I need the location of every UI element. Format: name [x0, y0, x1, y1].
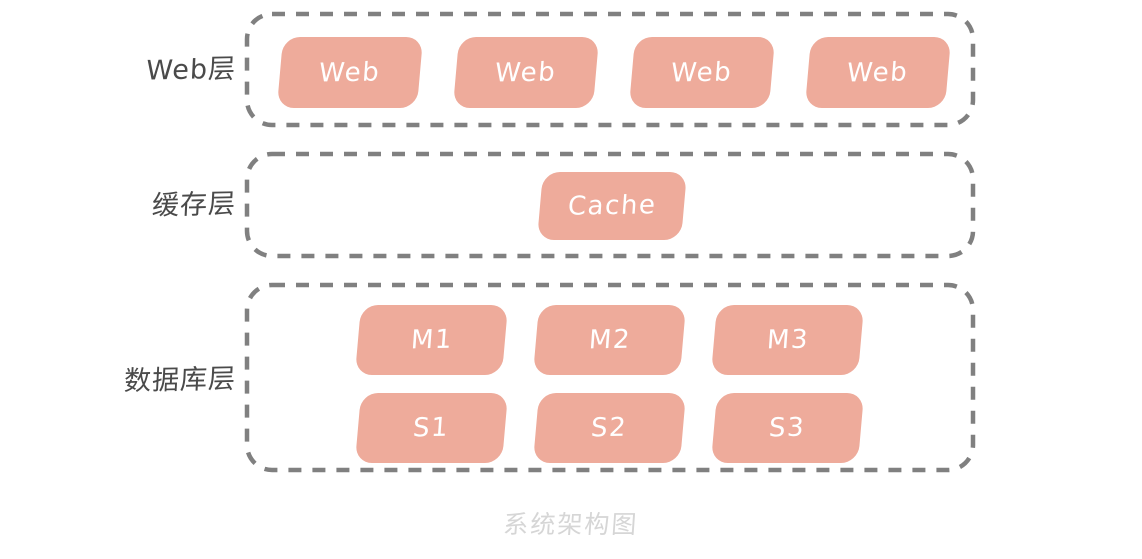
- layer-label-cache: 缓存层: [151, 188, 237, 222]
- node-db-m1[interactable]: M1: [354, 305, 509, 375]
- layer-container-database: M1 M2 M3 S1 S2 S3: [244, 282, 976, 473]
- node-label: S1: [412, 412, 451, 444]
- node-db-s1[interactable]: S1: [354, 393, 509, 463]
- node-label: M2: [587, 324, 632, 356]
- node-web-2[interactable]: Web: [452, 37, 600, 108]
- node-db-s3[interactable]: S3: [710, 393, 865, 463]
- layer-container-web: Web Web Web Web: [244, 11, 976, 128]
- node-web-4[interactable]: Web: [804, 37, 952, 108]
- node-cache-1[interactable]: Cache: [537, 172, 687, 240]
- node-db-s2[interactable]: S2: [532, 393, 687, 463]
- node-label: S2: [590, 412, 629, 444]
- node-db-m3[interactable]: M3: [710, 305, 865, 375]
- node-web-1[interactable]: Web: [276, 37, 424, 108]
- node-label: Web: [494, 56, 558, 89]
- node-label: Cache: [566, 190, 658, 222]
- node-label: Web: [846, 56, 910, 89]
- node-label: Web: [318, 56, 382, 89]
- diagram-caption: 系统架构图: [502, 510, 640, 539]
- layer-label-web: Web层: [145, 53, 237, 87]
- node-label: M1: [409, 324, 454, 356]
- node-label: M3: [765, 324, 810, 356]
- node-db-m2[interactable]: M2: [532, 305, 687, 375]
- node-label: S3: [768, 412, 807, 444]
- node-label: Web: [670, 56, 734, 89]
- node-web-3[interactable]: Web: [628, 37, 776, 108]
- layer-label-database: 数据库层: [123, 363, 237, 398]
- layer-container-cache: Cache: [244, 151, 976, 259]
